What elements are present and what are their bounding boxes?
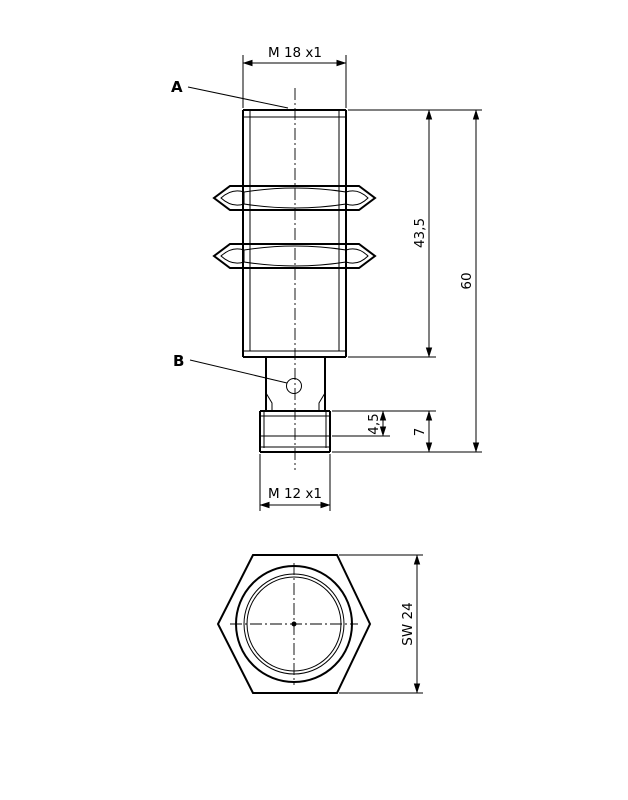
dim-thread-length-label: 4,5 <box>366 413 382 434</box>
callout-a: A <box>171 78 289 109</box>
dim-thread-bottom: M 12 x1 <box>259 454 331 511</box>
callout-a-label: A <box>171 78 183 96</box>
dim-total-length: 60 <box>459 109 480 453</box>
side-view: M 18 x1 M 12 x1 43,5 60 7 <box>171 45 482 511</box>
lock-nut-upper <box>212 185 377 211</box>
dim-thread-top-label: M 18 x1 <box>268 45 322 61</box>
callout-b-label: B <box>173 352 184 370</box>
dim-body-length-label: 43,5 <box>412 218 428 248</box>
dim-body-length: 43,5 <box>412 109 433 358</box>
dim-connector-length: 7 <box>412 410 433 453</box>
sensor-body <box>242 109 347 358</box>
hex-nut-outline <box>216 554 372 694</box>
callout-b: B <box>173 352 288 384</box>
dim-connector-length-label: 7 <box>412 428 428 437</box>
dim-total-length-label: 60 <box>459 272 475 289</box>
sensor-neck <box>265 357 326 411</box>
end-view: SW 24 <box>216 554 423 694</box>
dim-wrench-size: SW 24 <box>339 554 423 694</box>
dim-wrench-size-label: SW 24 <box>400 602 416 645</box>
dim-thread-bottom-label: M 12 x1 <box>268 486 322 502</box>
led-indicator <box>286 378 302 394</box>
dim-thread-top: M 18 x1 <box>242 45 347 108</box>
dim-thread-length: 4,5 <box>366 410 387 437</box>
lock-nut-lower <box>212 243 377 269</box>
